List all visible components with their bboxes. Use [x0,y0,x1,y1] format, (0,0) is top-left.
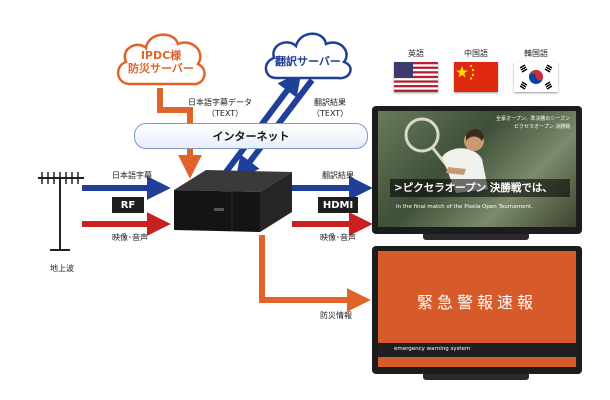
korea-flag-icon [514,62,558,92]
jp-caption-label: 日本語字幕 [112,172,152,180]
tv1-subtitle-en: In the final match of the Pixela Open To… [396,205,533,211]
tv1-subtitle-jp: >ピクセラオープン 決勝戦では、 [394,183,553,194]
tv2-footer-text: emergency warning system [394,347,470,353]
translation-cloud-label: 翻訳サーバー [266,56,350,69]
ipdc-cloud-label: IPDC様 防災サーバー [118,50,204,75]
text-label-1: （TEXT） [207,110,243,118]
box-to-tv2-arrow [262,235,360,300]
antenna-icon [30,168,90,258]
internet-bar: インターネット [134,123,368,149]
tv-emergency-screen: 緊急警報速報 emergency warning system [378,251,576,367]
tv1-top-caption-1: 全豪オープン、準決勝のシーズン [496,117,570,122]
tv2-stand [423,374,529,380]
english-label: 英語 [386,48,446,59]
hdmi-tag: HDMI [318,197,358,213]
tv-translation: 全豪オープン、準決勝のシーズン ピクセラオープン 決勝戦 >ピクセラオープン 決… [372,106,582,234]
internet-label: インターネット [213,128,290,144]
rf-tag: RF [112,197,144,213]
china-flag-icon [454,62,498,92]
tv-emergency: 緊急警報速報 emergency warning system [372,246,582,374]
video-audio-in-label: 映像･音声 [112,234,148,242]
set-top-box [166,168,298,238]
tv1-stand [423,234,529,240]
tv1-top-caption-2: ピクセラオープン 決勝戦 [514,125,570,130]
tv2-title: 緊急警報速報 [378,295,576,311]
terrestrial-label: 地上波 [50,265,74,273]
korean-label: 韓国語 [506,48,566,59]
disaster-info-label: 防災情報 [320,312,352,320]
video-audio-out-label: 映像･音声 [320,234,356,242]
tv-translation-screen: 全豪オープン、準決勝のシーズン ピクセラオープン 決勝戦 >ピクセラオープン 決… [378,111,576,227]
translation-result-out-label: 翻訳結果 [322,172,354,180]
jp-caption-data-label: 日本語字幕データ [188,99,252,107]
text-label-2: （TEXT） [312,110,348,118]
translation-result-label: 翻訳結果 [314,99,346,107]
usa-flag-icon [394,62,438,92]
chinese-label: 中国語 [446,48,506,59]
